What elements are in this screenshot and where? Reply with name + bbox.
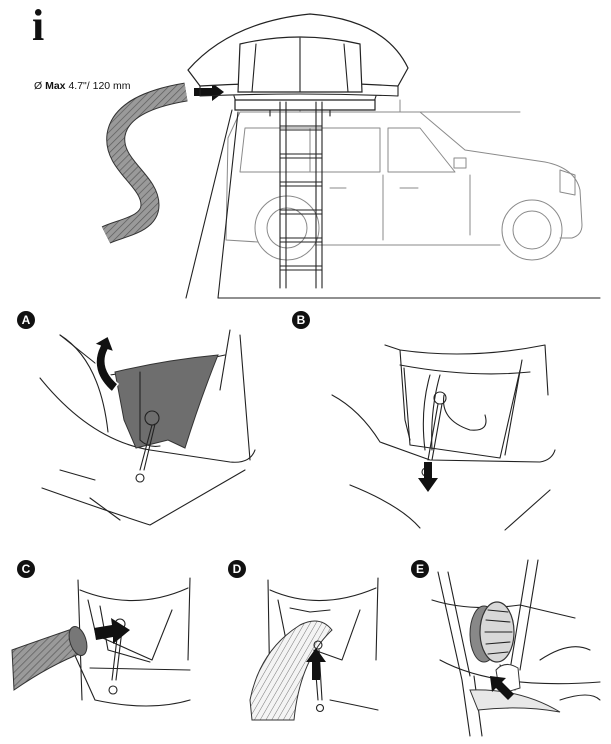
step-badge-d: D	[228, 560, 246, 578]
roof-tent	[187, 13, 409, 117]
ventilation-hose	[101, 82, 188, 244]
panel-d-illustration	[249, 577, 379, 721]
step-badge-e: E	[411, 560, 429, 578]
diameter-value: 4.7"/ 120 mm	[68, 80, 131, 92]
overview-scene	[101, 13, 601, 299]
panel-c-illustration	[11, 577, 191, 707]
panel-e-illustration	[431, 559, 601, 737]
step-badge-a: A	[17, 311, 35, 329]
hose-diameter-spec: Ø Max 4.7"/ 120 mm	[34, 80, 131, 92]
push-hose-arrow	[94, 618, 130, 644]
panel-b-illustration	[331, 344, 556, 531]
step-badge-b: B	[292, 311, 310, 329]
pull-cord-arrow	[418, 462, 438, 492]
info-icon: i	[32, 1, 45, 50]
lift-flap-arrow	[92, 334, 120, 394]
callout-line-right	[217, 111, 239, 299]
insert-arrow	[194, 83, 224, 101]
max-label: Max	[45, 80, 66, 92]
secure-cord-arrow	[306, 648, 326, 680]
callout-line-left	[185, 109, 233, 299]
tighten-arrow	[490, 676, 514, 700]
panel-a-illustration	[39, 329, 256, 526]
step-badge-c: C	[17, 560, 35, 578]
vehicle-outline	[225, 99, 583, 261]
ladder	[279, 101, 323, 289]
diameter-symbol: Ø	[34, 80, 43, 92]
